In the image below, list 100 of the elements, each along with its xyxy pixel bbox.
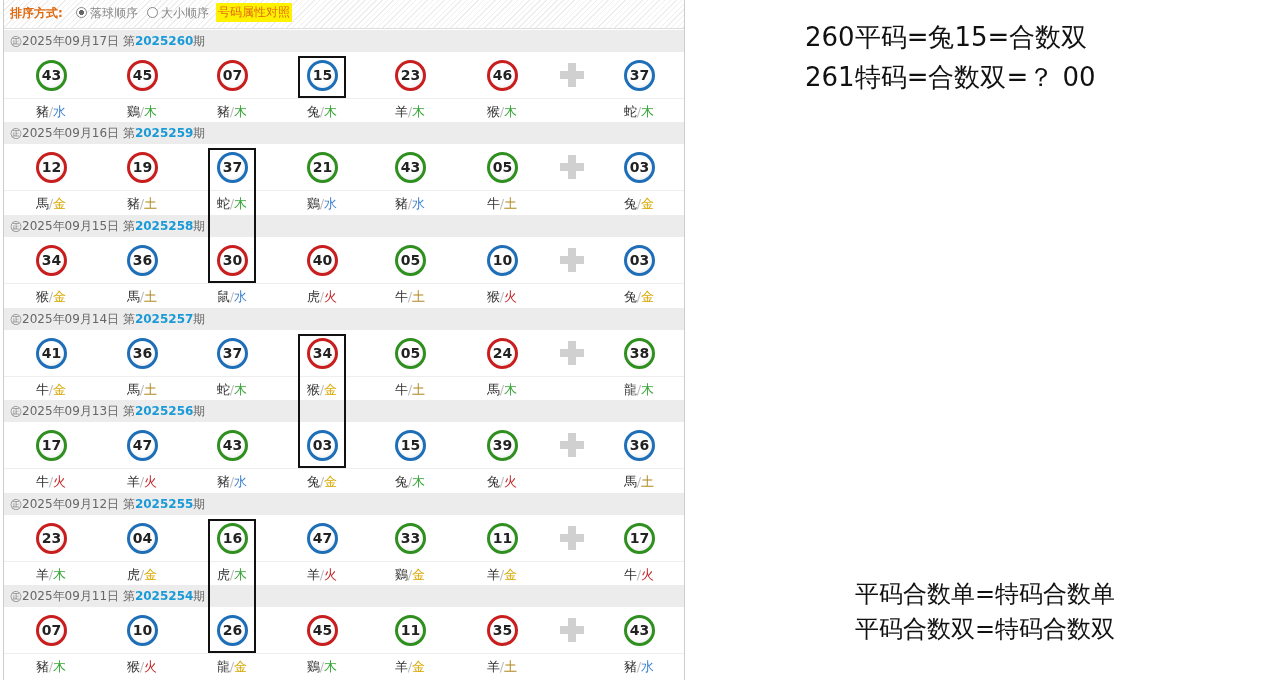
radio-option: 大小顺序 (147, 5, 209, 22)
number-ball: 05 (487, 152, 518, 183)
draw-header: ㊣2025年09月13日 第2025256期 (4, 400, 684, 422)
zodiac-element-text: 鷄/木 (305, 658, 339, 676)
note-text: 261特码=合数双=？ 00 (805, 61, 1096, 94)
number-ball: 36 (624, 430, 655, 461)
zodiac-element-text: 牛/火 (622, 566, 656, 584)
number-ball: 07 (217, 60, 248, 91)
zodiac-element-text: 虎/金 (125, 566, 159, 584)
zodiac-element-text: 兔/木 (393, 473, 427, 491)
number-ball: 34 (36, 245, 67, 276)
number-ball: 43 (36, 60, 67, 91)
zodiac-element-text: 蛇/木 (622, 103, 656, 121)
number-ball: 46 (487, 60, 518, 91)
number-ball: 26 (217, 615, 248, 646)
number-ball: 03 (307, 430, 338, 461)
number-ball: 43 (395, 152, 426, 183)
number-ball: 45 (127, 60, 158, 91)
zodiac-element-text: 蛇/木 (215, 195, 249, 213)
number-ball: 03 (624, 152, 655, 183)
zodiac-element-text: 猴/金 (34, 288, 68, 306)
number-ball: 36 (127, 245, 158, 276)
number-ball: 43 (217, 430, 248, 461)
zodiac-element-text: 牛/火 (34, 473, 68, 491)
draw-header: ㊣2025年09月17日 第2025260期 (4, 30, 684, 52)
zodiac-element-text: 鷄/金 (393, 566, 427, 584)
draw-header: ㊣2025年09月15日 第2025258期 (4, 215, 684, 237)
zodiac-element-text: 牛/土 (393, 381, 427, 399)
zodiac-element-text: 兔/木 (305, 103, 339, 121)
zodiac-element-text: 牛/土 (393, 288, 427, 306)
number-ball: 37 (217, 152, 248, 183)
number-ball: 03 (624, 245, 655, 276)
number-ball: 47 (127, 430, 158, 461)
number-ball: 15 (307, 60, 338, 91)
zodiac-element-text: 羊/火 (305, 566, 339, 584)
zodiac-element-text: 鼠/水 (215, 288, 249, 306)
zodiac-element-text: 兔/金 (622, 288, 656, 306)
number-ball: 17 (624, 523, 655, 554)
zodiac-element-text: 羊/金 (485, 566, 519, 584)
zodiac-element-text: 虎/火 (305, 288, 339, 306)
number-ball: 39 (487, 430, 518, 461)
zodiac-element-text: 兔/金 (622, 195, 656, 213)
zodiac-element-text: 馬/木 (485, 381, 519, 399)
zodiac-element-text: 豬/木 (215, 103, 249, 121)
draw-header: ㊣2025年09月11日 第2025254期 (4, 585, 684, 607)
number-ball: 37 (624, 60, 655, 91)
number-ball: 33 (395, 523, 426, 554)
zodiac-element-text: 豬/水 (215, 473, 249, 491)
number-ball: 05 (395, 338, 426, 369)
number-ball: 11 (487, 523, 518, 554)
number-ball: 40 (307, 245, 338, 276)
number-ball: 34 (307, 338, 338, 369)
zodiac-element-text: 龍/木 (622, 381, 656, 399)
zodiac-element-text: 豬/水 (622, 658, 656, 676)
number-ball: 37 (217, 338, 248, 369)
zodiac-element-text: 猴/火 (485, 288, 519, 306)
number-ball: 11 (395, 615, 426, 646)
draw-header: ㊣2025年09月16日 第2025259期 (4, 122, 684, 144)
number-ball: 30 (217, 245, 248, 276)
note-text: 平码合数单=特码合数单 (855, 579, 1116, 610)
zodiac-element-text: 龍/金 (215, 658, 249, 676)
zodiac-element-text: 鷄/水 (305, 195, 339, 213)
highlight-link: 号码属性对照 (216, 3, 292, 22)
zodiac-element-text: 豬/土 (125, 195, 159, 213)
number-ball: 41 (36, 338, 67, 369)
zodiac-element-text: 猴/木 (485, 103, 519, 121)
zodiac-element-text: 牛/金 (34, 381, 68, 399)
number-ball: 23 (36, 523, 67, 554)
zodiac-element-text: 羊/土 (485, 658, 519, 676)
number-ball: 35 (487, 615, 518, 646)
number-ball: 12 (36, 152, 67, 183)
zodiac-element-text: 虎/木 (215, 566, 249, 584)
number-ball: 23 (395, 60, 426, 91)
number-ball: 17 (36, 430, 67, 461)
zodiac-element-text: 羊/木 (34, 566, 68, 584)
zodiac-element-text: 豬/水 (34, 103, 68, 121)
zodiac-element-text: 馬/金 (34, 195, 68, 213)
zodiac-element-text: 馬/土 (622, 473, 656, 491)
radio-option: 落球顺序 (76, 5, 138, 22)
number-ball: 43 (624, 615, 655, 646)
sort-label: 排序方式: (10, 5, 63, 22)
note-text: 260平码=兔15=合数双 (805, 21, 1088, 54)
zodiac-element-text: 蛇/木 (215, 381, 249, 399)
number-ball: 47 (307, 523, 338, 554)
zodiac-element-text: 鷄/木 (125, 103, 159, 121)
number-ball: 10 (487, 245, 518, 276)
zodiac-element-text: 馬/土 (125, 288, 159, 306)
number-ball: 07 (36, 615, 67, 646)
number-ball: 16 (217, 523, 248, 554)
number-ball: 19 (127, 152, 158, 183)
zodiac-element-text: 羊/木 (393, 103, 427, 121)
zodiac-element-text: 兔/金 (305, 473, 339, 491)
zodiac-element-text: 馬/土 (125, 381, 159, 399)
zodiac-element-text: 牛/土 (485, 195, 519, 213)
zodiac-element-text: 猴/金 (305, 381, 339, 399)
zodiac-element-text: 羊/火 (125, 473, 159, 491)
zodiac-element-text: 羊/金 (393, 658, 427, 676)
draw-header: ㊣2025年09月14日 第2025257期 (4, 308, 684, 330)
number-ball: 15 (395, 430, 426, 461)
number-ball: 21 (307, 152, 338, 183)
